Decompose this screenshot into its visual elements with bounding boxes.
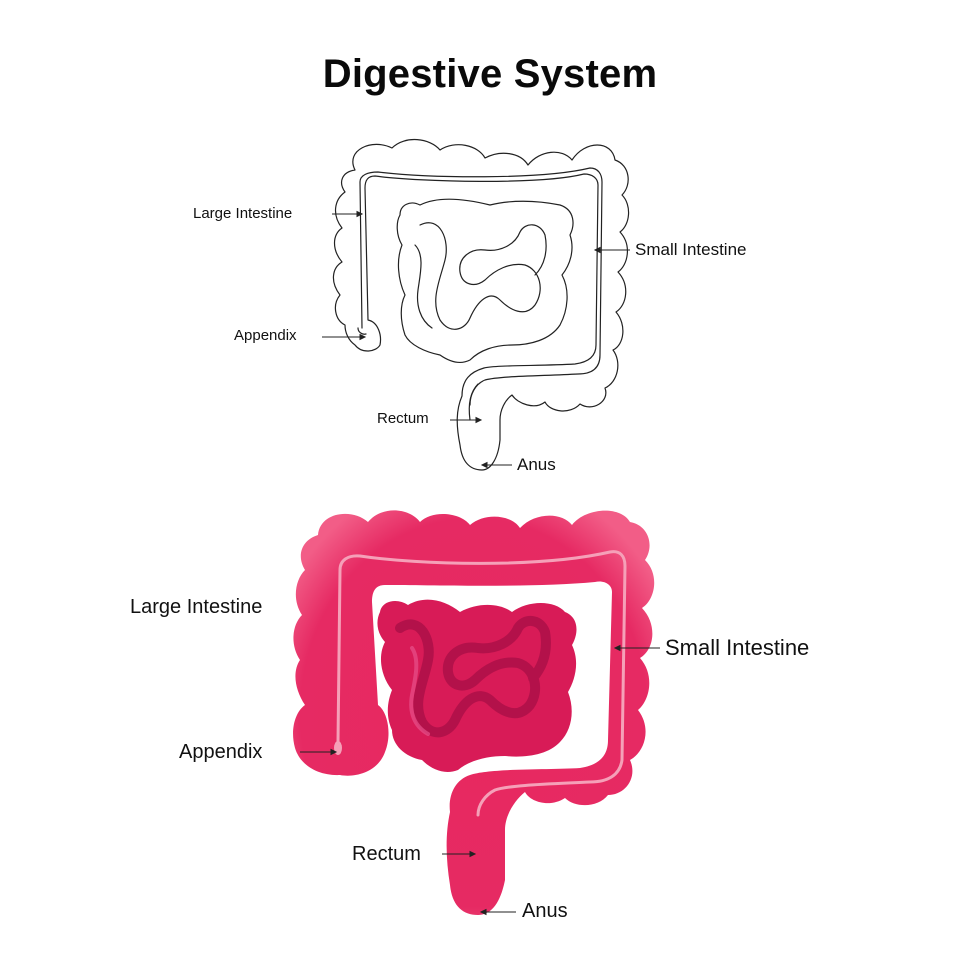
- outline-large-intestine-inner-2: [357, 327, 367, 335]
- outline-small-intestine-coils: [419, 222, 547, 330]
- colored-small-intestine: [377, 599, 577, 772]
- colored-large-intestine: [293, 510, 655, 915]
- colored-label-appendix: Appendix: [179, 741, 263, 763]
- outline-large-intestine-inner: [359, 167, 603, 406]
- colored-arrow-appendix: [330, 748, 338, 756]
- colored-arrow-anus: [479, 908, 487, 916]
- outline-small-intestine: [396, 198, 574, 364]
- outline-small-intestine-coils-2: [414, 244, 433, 329]
- outline-leaders: [322, 210, 630, 469]
- outline-arrow-anus: [480, 461, 488, 469]
- colored-appendix-tip: [334, 741, 342, 755]
- colored-arrow-rectum: [469, 850, 477, 858]
- outline-arrow-small-intestine: [593, 246, 601, 254]
- outline-rectum-inner: [468, 383, 479, 421]
- outline-arrow-large-intestine: [356, 210, 364, 218]
- colored-label-large-intestine: Large Intestine: [130, 596, 263, 618]
- outline-label-rectum: Rectum: [377, 410, 429, 427]
- outline-label-anus: Anus: [517, 455, 556, 474]
- colored-leaders: [300, 644, 660, 916]
- outline-arrow-appendix: [359, 333, 367, 341]
- outline-arrow-rectum: [475, 416, 483, 424]
- colored-arrow-small-intestine: [613, 644, 621, 652]
- colored-diagram: [293, 510, 655, 915]
- outline-label-appendix: Appendix: [234, 327, 297, 344]
- colored-label-small-intestine: Small Intestine: [665, 635, 810, 660]
- colored-small-intestine-coils-2: [409, 646, 430, 736]
- colored-label-rectum: Rectum: [352, 843, 421, 865]
- colored-large-intestine-inner: [336, 550, 627, 817]
- outline-label-small-intestine: Small Intestine: [635, 240, 747, 259]
- colored-label-anus: Anus: [522, 900, 568, 922]
- colored-small-intestine-coils: [395, 616, 551, 738]
- page-title: Digestive System: [322, 52, 658, 96]
- outline-label-large-intestine: Large Intestine: [193, 205, 293, 222]
